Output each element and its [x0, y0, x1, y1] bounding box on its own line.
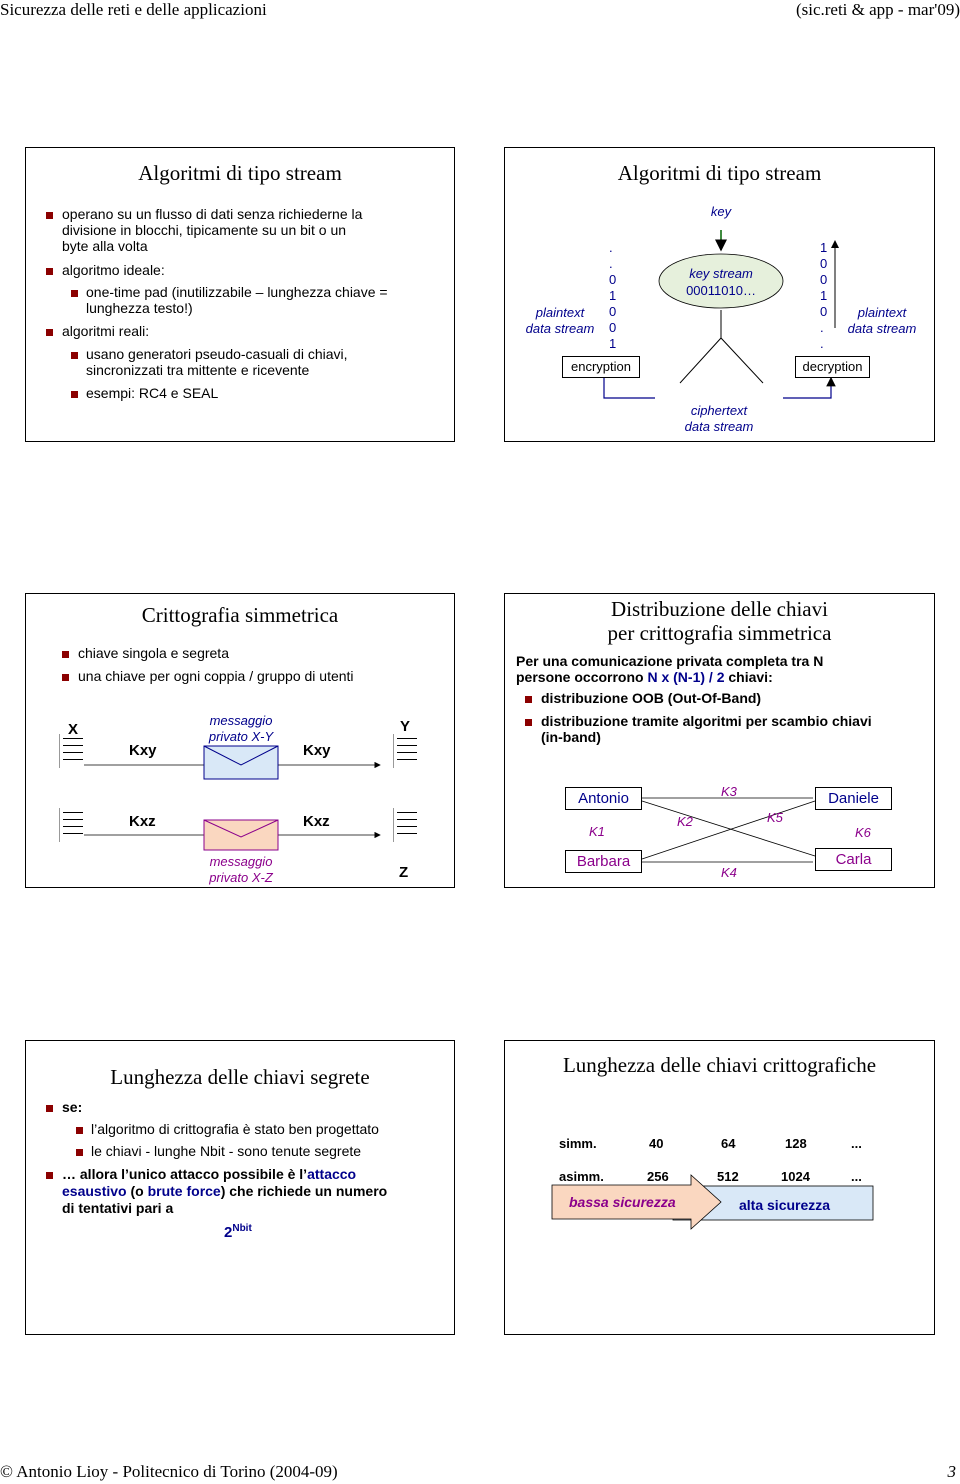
row-simm-value: 64: [721, 1136, 736, 1151]
node-carla: Carla: [815, 848, 892, 871]
bullet-text: algoritmi reali:: [62, 323, 150, 339]
key-k4: K4: [721, 865, 737, 880]
key-kxy-left: Kxy: [129, 742, 157, 759]
sub-bullet-icon: [71, 352, 78, 359]
bullet-icon: [46, 212, 53, 219]
slide-title: Lunghezza delle chiavi segrete: [110, 1065, 370, 1089]
bullet-icon: [46, 268, 53, 275]
bullet-icon: [46, 329, 53, 336]
row-asimm-value: ...: [851, 1169, 862, 1184]
node-antonio: Antonio: [565, 787, 642, 810]
keystream-label: key stream: [689, 266, 753, 281]
stream-cipher-diagram: [603, 230, 839, 399]
key-kxy-right: Kxy: [303, 742, 331, 759]
sub-bullet-text: le chiavi - lunghe Nbit - sono tenute se…: [91, 1143, 362, 1159]
label-x: X: [68, 721, 79, 738]
sub-bullet-text: esempi: RC4 e SEAL: [86, 385, 219, 401]
intro-line-2: persone occorrono N x (N-1) / 2 chiavi:: [516, 669, 773, 685]
row-asimm-value: 512: [717, 1169, 739, 1184]
bullet-icon: [62, 674, 69, 681]
bullet-text: distribuzione tramite algoritmi per scam…: [541, 713, 872, 745]
row-asimm-value: 1024: [781, 1169, 810, 1184]
intro-line-1: Per una comunicazione privata completa t…: [516, 653, 824, 669]
power-formula: 2Nbit: [224, 1223, 252, 1241]
bullet-text: distribuzione OOB (Out-Of-Band): [541, 690, 762, 706]
bullet-text: algoritmo ideale:: [62, 262, 165, 278]
key-k6: K6: [855, 825, 871, 840]
decryption-box: decryption: [795, 356, 870, 378]
encryption-box: encryption: [562, 356, 640, 378]
key-kxz-right: Kxz: [303, 813, 330, 830]
page-header-right: (sic.reti & app - mar'09): [795, 0, 960, 19]
slide-title: Lunghezza delle chiavi crittografiche: [562, 1053, 877, 1077]
document-x-icon: [59, 734, 84, 768]
node-barbara: Barbara: [565, 850, 642, 873]
row-asimm-value: 256: [647, 1169, 669, 1184]
sub-bullet-text: one-time pad (inutilizzabile – lunghezza…: [86, 284, 388, 316]
bullet-text: operano su un flusso di dati senza richi…: [62, 206, 363, 254]
conclusion-text: … allora l’unico attacco possibile è l’a…: [62, 1166, 388, 1216]
key-kxz-left: Kxz: [129, 813, 156, 830]
security-scale-arrow: [551, 1174, 874, 1230]
bullet-icon: [525, 719, 532, 726]
bullet-icon: [46, 1172, 53, 1179]
document-y-icon: [393, 734, 418, 768]
bullet-text: una chiave per ogni coppia / gruppo di u…: [78, 668, 354, 684]
sub-bullet-icon: [71, 290, 78, 297]
key-label: key: [710, 204, 732, 219]
key-k2: K2: [677, 814, 693, 829]
row-simm-label: simm.: [559, 1136, 597, 1151]
sub-bullet-icon: [71, 391, 78, 398]
page-footer-left: © Antonio Lioy - Politecnico di Torino (…: [0, 1462, 338, 1481]
row-simm-value: 40: [649, 1136, 664, 1151]
bullet-icon: [525, 696, 532, 703]
slide-title: Crittografia simmetrica: [141, 603, 339, 627]
sub-bullet-text: l’algoritmo di crittografia è stato ben …: [91, 1121, 379, 1137]
key-k3: K3: [721, 784, 737, 799]
slide-title: Algoritmi di tipo stream: [138, 161, 342, 185]
slide-title: Algoritmi di tipo stream: [617, 161, 822, 185]
page-number: 3: [947, 1462, 957, 1481]
slide-secret-key-length: Lunghezza delle chiavi segrete se: l’alg…: [25, 1040, 455, 1335]
document-x-icon: [59, 808, 84, 842]
symmetric-exchange-diagram: [84, 745, 381, 851]
slide-symmetric-crypto: Crittografia simmetrica chiave singola e…: [25, 593, 455, 888]
low-security-label: bassa sicurezza: [569, 1194, 676, 1210]
label-y: Y: [400, 718, 411, 735]
document-z-icon: [393, 808, 418, 842]
sub-bullet-icon: [76, 1127, 83, 1134]
bullet-icon: [46, 1105, 53, 1112]
row-asimm-label: asimm.: [559, 1169, 604, 1184]
slide-stream-algorithms-text: Algoritmi di tipo stream operano su un f…: [25, 147, 455, 442]
high-security-label: alta sicurezza: [739, 1197, 831, 1213]
key-graph: [641, 797, 816, 863]
node-daniele: Daniele: [815, 787, 892, 810]
key-k5: K5: [767, 810, 783, 825]
row-simm-value: 128: [785, 1136, 807, 1151]
page-header-left: Sicurezza delle reti e delle applicazion…: [0, 0, 267, 19]
key-k1: K1: [589, 824, 605, 839]
slide-stream-cipher-diagram: Algoritmi di tipo stream key key stream …: [504, 147, 935, 442]
sub-bullet-text: usano generatori pseudo-casuali di chiav…: [86, 346, 348, 378]
label-z: Z: [399, 864, 409, 881]
sub-bullet-icon: [76, 1149, 83, 1156]
bullet-icon: [62, 651, 69, 658]
row-simm-value: ...: [851, 1136, 862, 1151]
keystream-bits: 00011010…: [686, 283, 756, 298]
slide-crypto-key-length: Lunghezza delle chiavi crittografiche si…: [504, 1040, 935, 1335]
bullet-text: chiave singola e segreta: [78, 645, 229, 661]
bullet-text: se:: [62, 1099, 83, 1115]
